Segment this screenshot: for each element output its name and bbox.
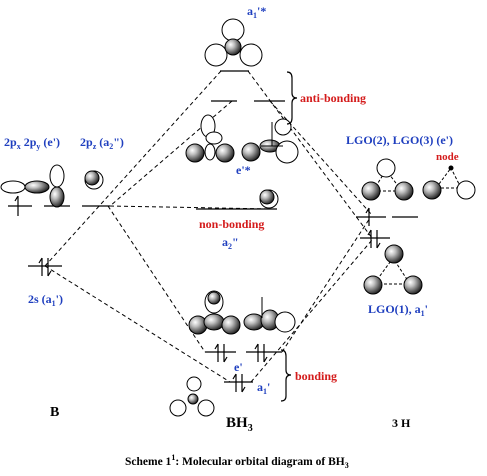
bh3-molecule-icon — [169, 376, 215, 417]
anti-bonding-label: anti-bonding — [300, 91, 366, 105]
a1-prime-label: a1' — [257, 380, 270, 396]
boron-py-orbital-icon — [49, 164, 65, 208]
boron-2pxpy-label: 2px 2py (e') — [4, 135, 60, 151]
e-star-orbital-icon-2 — [241, 118, 299, 164]
e-prime-orbital-icon-2 — [243, 297, 296, 333]
a2-label: a2" — [222, 235, 239, 251]
bh3-electrons — [214, 343, 268, 393]
e-prime-label: e' — [234, 360, 243, 374]
correlation-lines — [44, 70, 373, 383]
lgo-2-orbital-icon — [361, 158, 414, 201]
hydrogen-levels — [356, 216, 418, 239]
lgo-lower-label: LGO(1), a1' — [368, 302, 428, 318]
a2-orbital-icon — [259, 189, 279, 209]
boron-px-orbital-icon — [0, 180, 50, 194]
e-prime-orbital-icon-1 — [188, 290, 241, 335]
bonding-bracket — [280, 349, 292, 402]
bonding-label: bonding — [295, 369, 337, 383]
boron-2pz-label: 2pz (a2") — [80, 135, 124, 151]
anti-bonding-bracket — [286, 71, 298, 125]
boron-2s-label: 2s (a1') — [28, 292, 63, 308]
bh3-levels — [196, 70, 285, 383]
non-bonding-label: non-bonding — [199, 217, 264, 231]
e-star-label: e'* — [236, 163, 251, 177]
boron-electrons — [14, 195, 52, 277]
hydrogen-electrons — [365, 207, 381, 249]
figure-caption: Scheme 11: Molecular orbital diagram of … — [125, 453, 349, 470]
boron-pz-orbital-icon — [84, 170, 104, 190]
hydrogen-atom-label: 3 H — [392, 416, 411, 430]
a1-star-orbital-icon — [204, 18, 263, 67]
node-dot — [448, 165, 454, 171]
a1-star-label: a1'* — [247, 4, 266, 20]
node-label: node — [436, 151, 459, 163]
bh3-label: BH3 — [226, 415, 253, 434]
e-star-orbital-icon-1 — [185, 114, 235, 163]
boron-atom-label: B — [50, 405, 59, 420]
lgo-3-orbital-icon — [422, 165, 476, 200]
lgo-1-orbital-icon — [363, 244, 423, 295]
boron-levels — [8, 205, 110, 267]
lgo-upper-label: LGO(2), LGO(3) (e') — [346, 133, 453, 147]
